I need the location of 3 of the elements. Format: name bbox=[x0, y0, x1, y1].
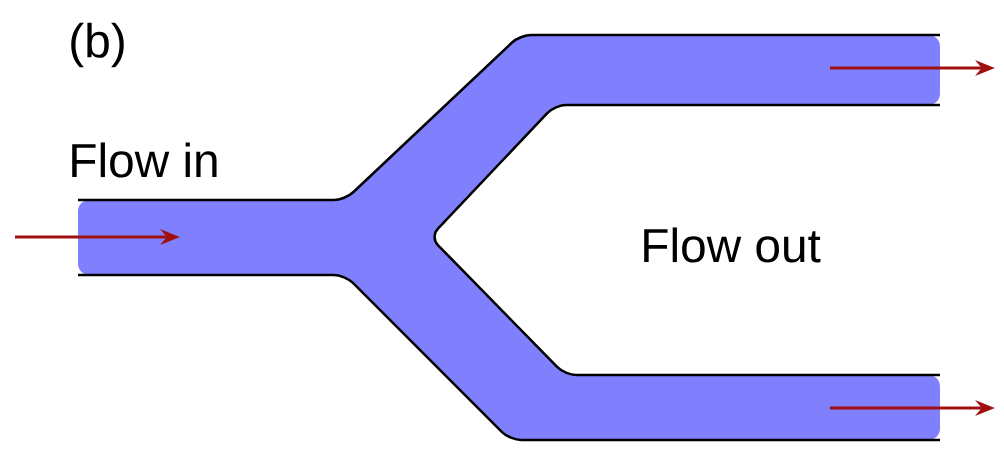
label-text: Flow out bbox=[644, 227, 821, 263]
label-text: (b) bbox=[71, 22, 124, 68]
label-text: Flow in bbox=[72, 142, 217, 178]
